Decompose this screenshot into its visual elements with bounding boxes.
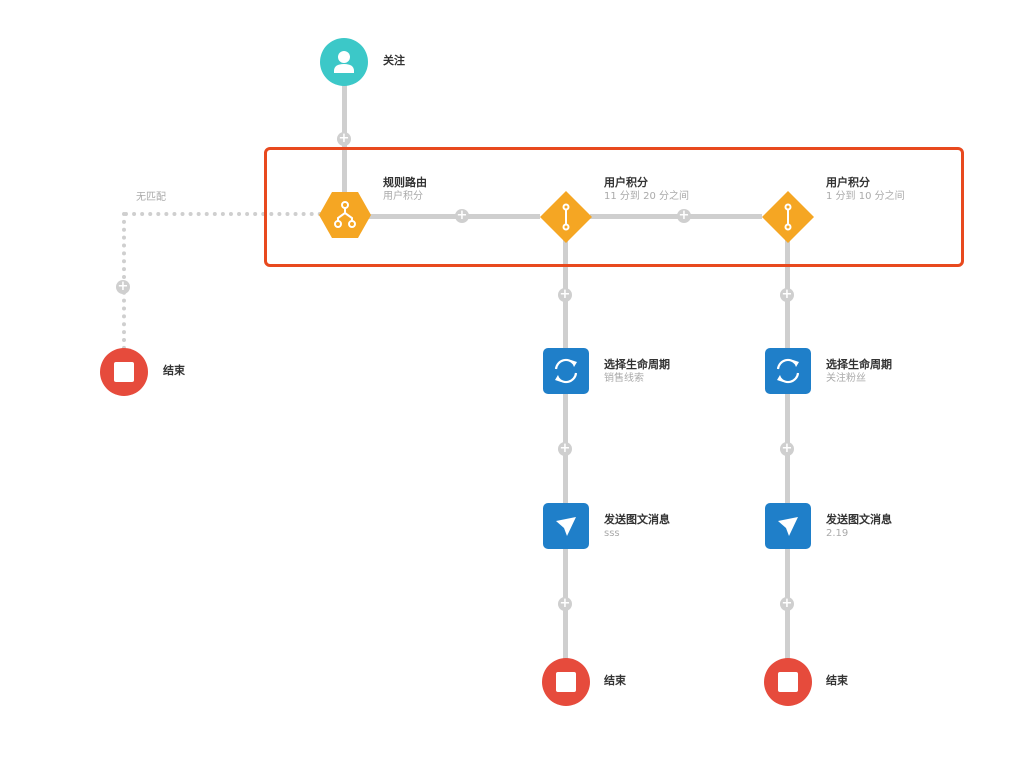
add-step-button[interactable]: + [558,596,572,611]
branch-title: 用户积分 [826,176,870,189]
message-label: 发送图文消息 sss [604,513,670,541]
message-subtitle: sss [604,528,620,539]
router-subtitle: 用户积分 [383,191,423,202]
branch-subtitle: 11 分到 20 分之间 [604,191,689,202]
lifecycle-label: 选择生命周期 销售线索 [604,358,670,386]
lifecycle-label: 选择生命周期 关注粉丝 [826,358,892,386]
trigger-label: 关注 [383,54,405,68]
add-step-button[interactable]: + [337,131,351,146]
connector-branch1-branch2 [590,214,762,219]
send-icon [778,517,798,536]
trigger-node[interactable] [320,38,368,86]
add-step-button[interactable]: + [780,441,794,456]
router-node[interactable] [319,190,371,240]
message-node[interactable] [543,503,589,549]
lifecycle-subtitle: 销售线索 [604,373,644,384]
add-step-button[interactable]: + [455,208,469,223]
trigger-title: 关注 [383,54,405,67]
end-node[interactable] [764,658,812,706]
end-title: 结束 [826,674,848,687]
connector-no-match-horizontal [124,212,322,216]
end-node[interactable] [100,348,148,396]
branch-label: 用户积分 11 分到 20 分之间 [604,176,689,204]
add-step-button[interactable]: + [780,596,794,611]
lifecycle-node[interactable] [543,348,589,394]
add-step-button[interactable]: + [558,287,572,302]
lifecycle-title: 选择生命周期 [826,358,892,371]
no-match-label: 无匹配 [136,192,166,203]
end-label: 结束 [163,364,185,378]
add-step-button[interactable]: + [116,279,130,294]
message-label: 发送图文消息 2.19 [826,513,892,541]
stop-icon [114,362,134,382]
branch-title: 用户积分 [604,176,648,189]
router-label: 规则路由 用户积分 [383,176,427,204]
message-title: 发送图文消息 [604,513,670,526]
router-title: 规则路由 [383,176,427,189]
branch-node[interactable] [762,191,814,243]
add-step-button[interactable]: + [677,208,691,223]
message-title: 发送图文消息 [826,513,892,526]
end-title: 结束 [604,674,626,687]
lifecycle-node[interactable] [765,348,811,394]
branch-label: 用户积分 1 分到 10 分之间 [826,176,905,204]
condition-icon [562,203,570,231]
send-icon [556,517,576,536]
condition-icon [784,203,792,231]
lifecycle-subtitle: 关注粉丝 [826,373,866,384]
lifecycle-title: 选择生命周期 [604,358,670,371]
message-node[interactable] [765,503,811,549]
end-title: 结束 [163,364,185,377]
highlight-box [264,147,964,267]
message-subtitle: 2.19 [826,528,849,539]
end-label: 结束 [604,674,626,688]
branch-subtitle: 1 分到 10 分之间 [826,191,905,202]
end-node[interactable] [542,658,590,706]
user-icon [334,51,354,73]
stop-icon [778,672,798,692]
branch-icon [334,201,356,228]
connector-router-branch1 [368,214,540,219]
add-step-button[interactable]: + [780,287,794,302]
end-label: 结束 [826,674,848,688]
branch-node[interactable] [540,191,592,243]
add-step-button[interactable]: + [558,441,572,456]
stop-icon [556,672,576,692]
